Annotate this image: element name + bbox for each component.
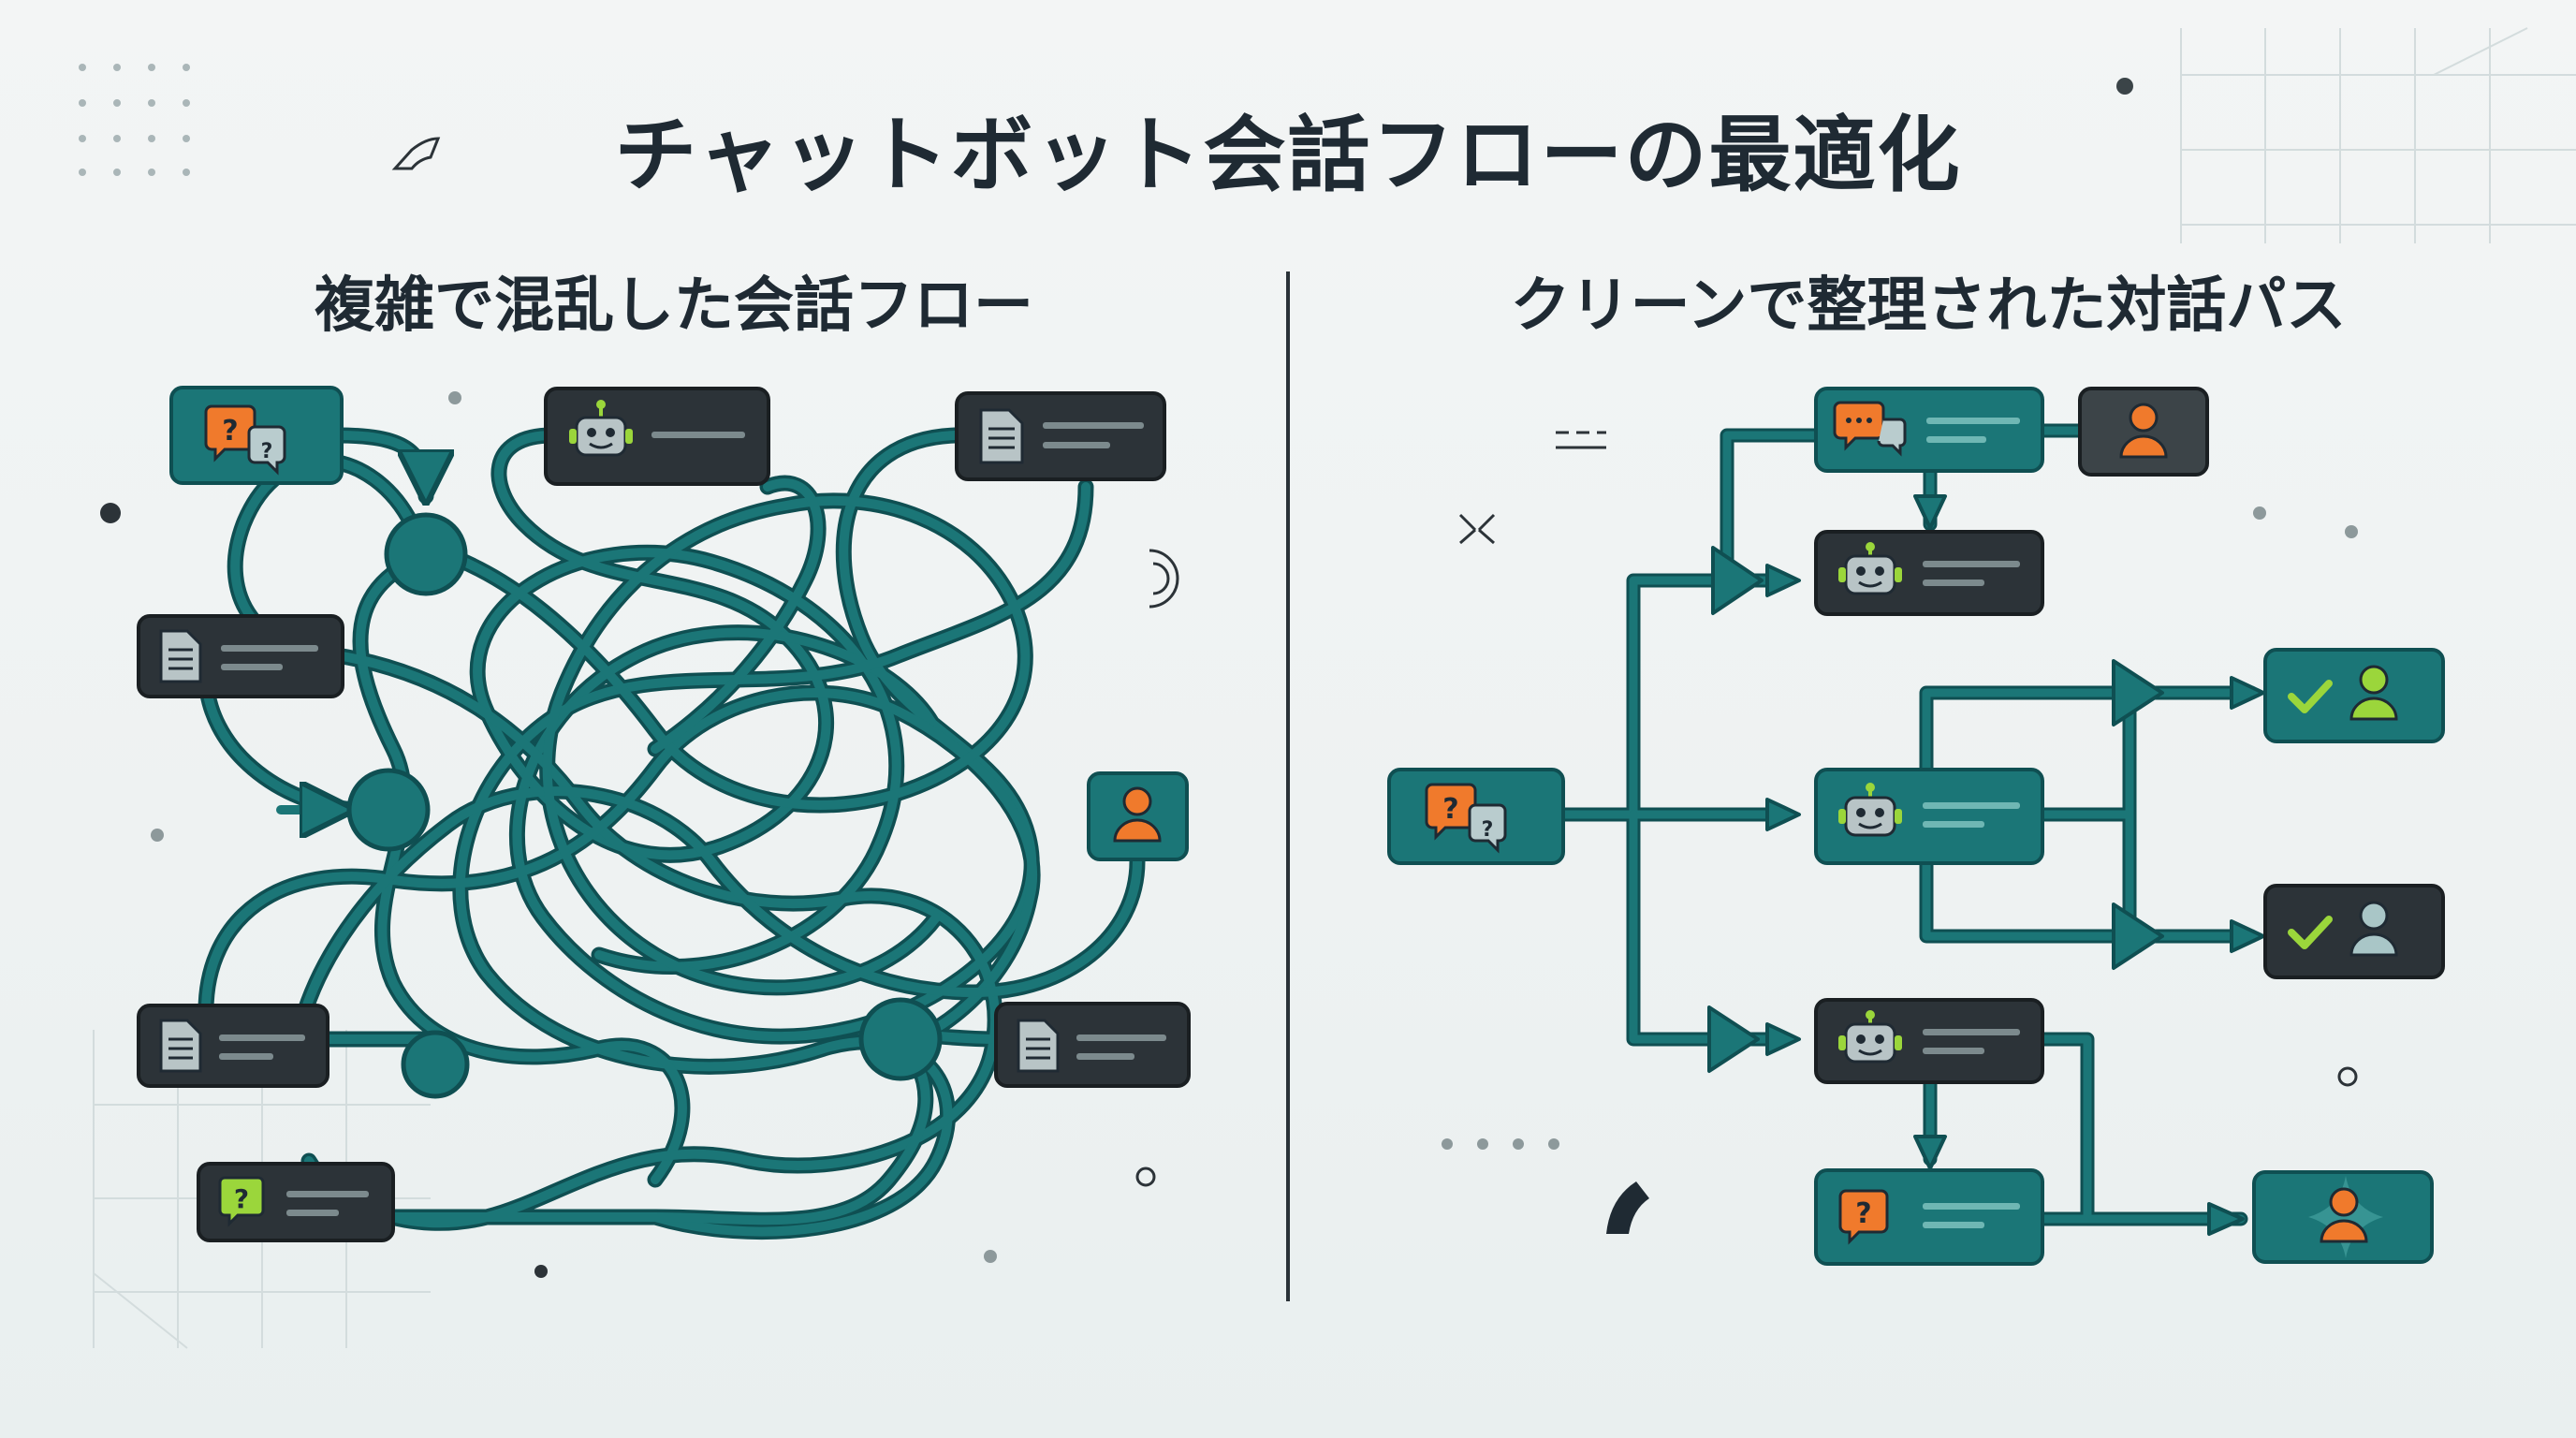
document-icon: [979, 408, 1024, 464]
left-node-question-bottom: ?: [197, 1162, 395, 1242]
person-icon: [2320, 1187, 2368, 1243]
svg-text:?: ?: [261, 440, 273, 463]
panel-divider: [1286, 271, 1290, 1301]
svg-text:?: ?: [234, 1183, 249, 1214]
robot-icon: [569, 400, 633, 457]
left-panel-heading: 複雑で混乱した会話フロー: [315, 271, 1033, 341]
right-node-question-start: ? ?: [1387, 768, 1565, 865]
left-node-document-lower-right: [994, 1002, 1191, 1088]
robot-icon: [1838, 1010, 1902, 1064]
person-icon: [2119, 403, 2168, 459]
right-node-check-person-2: [2263, 884, 2445, 979]
right-node-question-end: ?: [1814, 1168, 2044, 1266]
right-node-ellipsis-chat: [1814, 387, 2044, 473]
right-node-robot-1: [1814, 530, 2044, 616]
clean-flow-lines: [1558, 423, 2259, 1226]
right-node-person-top: [2078, 387, 2209, 477]
right-panel-heading: クリーンで整理された対話パス: [1510, 271, 2347, 341]
left-node-person: [1087, 771, 1189, 861]
question-chat-icon: ? ?: [1425, 783, 1507, 854]
left-node-document-mid: [137, 614, 344, 698]
page-title: チャットボット会話フローの最適化: [614, 107, 1962, 203]
svg-text:?: ?: [222, 415, 238, 448]
document-icon: [1017, 1019, 1060, 1073]
check-icon: [2288, 680, 2333, 713]
left-node-robot-top: [544, 387, 770, 486]
left-node-document-lower-left: [137, 1004, 329, 1088]
left-node-question: ? ?: [169, 386, 344, 485]
svg-text:?: ?: [1442, 793, 1458, 826]
right-node-robot-2: [1814, 768, 2044, 865]
left-node-document-top: [955, 391, 1166, 481]
ellipsis-chat-icon: [1833, 401, 1907, 457]
tangled-flow-lines: [198, 427, 1146, 1240]
person-icon: [2349, 901, 2398, 957]
background-decoration: [79, 27, 2576, 1349]
check-icon: [2288, 916, 2333, 949]
question-chat-icon: ?: [1838, 1189, 1889, 1245]
person-icon: [2349, 665, 2398, 721]
robot-icon: [1838, 783, 1902, 837]
flow-arrowheads: [1707, 494, 2265, 1236]
right-node-check-person-1: [2263, 648, 2445, 743]
sparkle-icon: [2308, 1176, 2383, 1258]
right-node-robot-3: [1814, 998, 2044, 1084]
question-chat-icon: ? ?: [204, 404, 286, 476]
right-node-person-final: [2252, 1170, 2434, 1264]
robot-icon: [1838, 542, 1902, 595]
svg-text:?: ?: [1855, 1197, 1871, 1230]
document-icon: [159, 629, 202, 683]
document-icon: [159, 1019, 202, 1073]
person-icon: [1113, 786, 1162, 843]
svg-text:?: ?: [1482, 818, 1494, 842]
question-chat-icon: ?: [218, 1176, 265, 1227]
tangle-hub-nodes: [346, 512, 943, 1099]
